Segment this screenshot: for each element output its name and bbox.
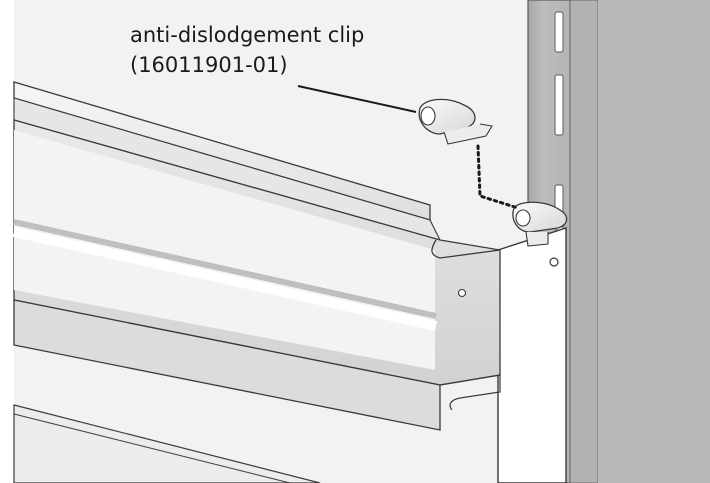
rail-hole: [457, 288, 467, 298]
rail-end-bracket: [497, 227, 567, 483]
upright-slot: [554, 74, 564, 136]
assembly-path-dotted: [476, 144, 520, 210]
callout-leader-line: [297, 85, 417, 113]
upright-post-wall: [598, 0, 710, 483]
bracket-plate: [497, 227, 567, 483]
upright-post-side: [569, 0, 599, 483]
installed-clip: [512, 201, 568, 247]
upright-slot: [554, 11, 564, 53]
callout-part-number: (16011901-01): [130, 53, 288, 77]
rail-lower-step: [13, 299, 501, 431]
clip-callout: anti-dislodgement clip (16011901-01): [130, 20, 364, 80]
floating-clip: [418, 98, 493, 145]
callout-part-name: anti-dislodgement clip: [130, 23, 365, 47]
rail-second: [13, 404, 321, 483]
rail-main-face: [12, 119, 501, 386]
bracket-hole: [549, 257, 559, 267]
